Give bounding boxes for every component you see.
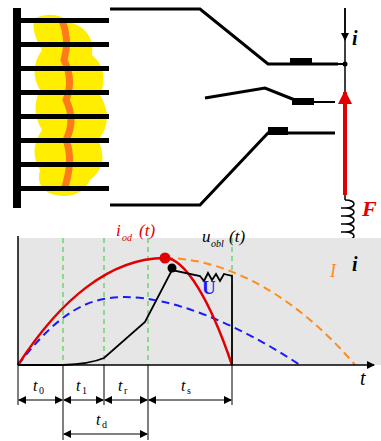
axis-label: t [360,368,366,388]
time-subscript: 1 [82,386,87,396]
current-label: i [352,254,358,274]
time-label: t [96,412,100,428]
time-subscript: 0 [39,386,44,396]
time-label: t [76,378,80,394]
time-label: t [33,378,37,394]
current-label: i [352,28,358,48]
time-subscript: d [102,420,107,430]
curve-label: (t) [229,228,245,245]
curve-label: I [330,262,336,280]
curve-subscript: od [122,233,132,243]
curve-label: U [202,278,216,297]
curve-label: (t) [139,222,155,239]
curve-label: i [116,222,121,239]
curve-subscript: obl [211,239,224,249]
time-label: t [118,378,122,394]
time-subscript: s [187,386,191,396]
time-label: t [181,378,185,394]
force-label: F [362,198,377,220]
curve-label: u [202,228,211,245]
time-subscript: r [124,386,127,396]
